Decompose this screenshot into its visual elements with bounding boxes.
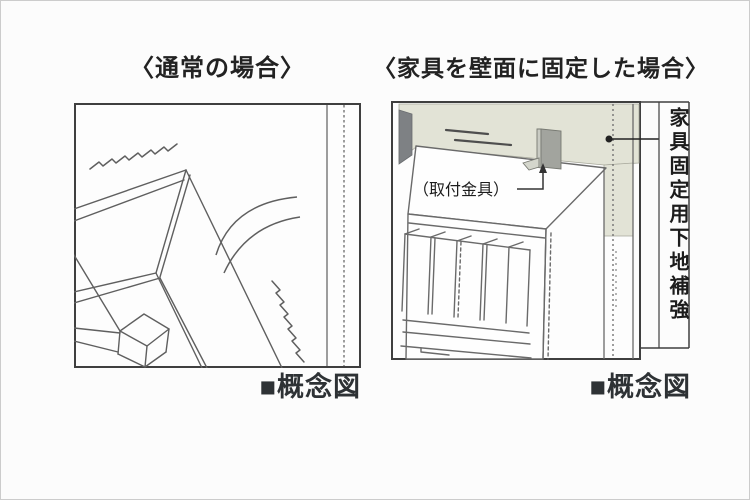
wall-hatch-dashes bbox=[444, 128, 513, 147]
left-panel-title: 〈通常の場合〉 bbox=[130, 56, 305, 82]
left-wall-lines bbox=[326, 105, 345, 366]
leader-dot bbox=[605, 135, 613, 143]
mounting-bracket bbox=[522, 128, 562, 171]
wall-reinforcement-band bbox=[398, 103, 640, 237]
bracket-label: （取付金具） bbox=[413, 181, 509, 199]
wall-label-box bbox=[640, 101, 690, 349]
tipping-cabinet bbox=[74, 169, 283, 368]
right-panel-drawing: （取付金具） bbox=[391, 101, 690, 360]
left-panel-caption: ■概念図 bbox=[259, 372, 361, 402]
shake-lines bbox=[89, 143, 305, 363]
wall-reinforcement-label: 家具固定用下地補強 bbox=[666, 107, 688, 323]
fall-motion-arcs bbox=[215, 196, 301, 274]
right-panel-title: 〈家具を壁面に固定した場合〉 bbox=[373, 56, 709, 81]
right-panel-caption: ■概念図 bbox=[589, 372, 691, 402]
bracket-leader-arrow bbox=[517, 163, 547, 190]
left-panel-drawing bbox=[74, 103, 361, 368]
side-wall-dark-edge bbox=[398, 109, 413, 165]
small-falling-box bbox=[117, 313, 170, 368]
wall-label-leader bbox=[605, 135, 659, 143]
wall-corner-lines bbox=[603, 104, 634, 359]
